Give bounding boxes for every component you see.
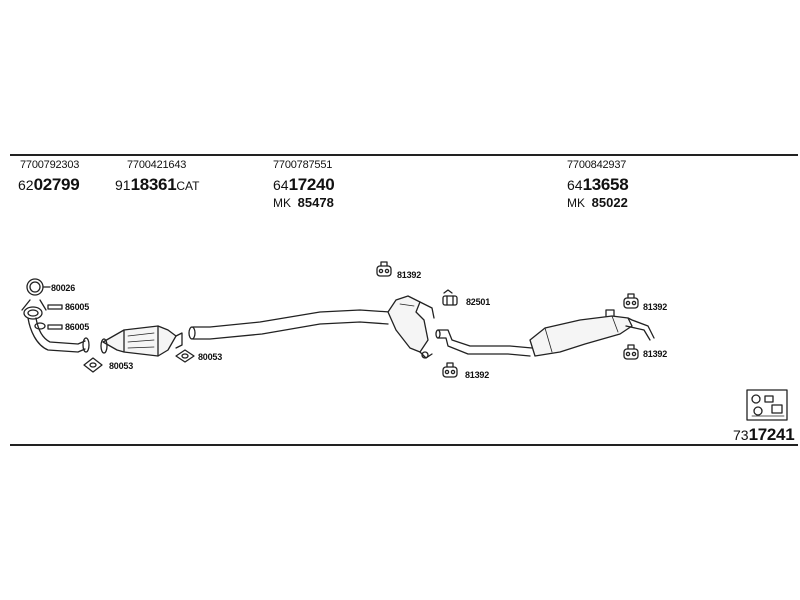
downpipe-icon xyxy=(21,299,90,353)
top-rule xyxy=(10,154,798,156)
mount-rubber-rear-bottom-icon xyxy=(623,344,639,360)
gasket-ring-icon xyxy=(26,278,44,296)
mount-rubber-mid-icon xyxy=(442,362,458,378)
label-bolt-2: 86005 xyxy=(65,322,90,332)
label-gasket-ring: 80026 xyxy=(51,283,76,293)
oem-number-2: 7700421643 xyxy=(127,159,187,171)
mk-number-3: MK 85478 xyxy=(273,195,334,211)
part-number-3: 6417240 xyxy=(273,175,335,194)
gasket-front-icon xyxy=(83,357,103,373)
label-mount-mid: 81392 xyxy=(465,370,490,380)
part-number-4: 6413658 xyxy=(567,175,629,194)
label-mount-top: 81392 xyxy=(397,270,422,280)
part-number-1: 6202799 xyxy=(18,175,80,194)
oem-number-4: 7700842937 xyxy=(567,159,627,171)
downpipe-flange-icon xyxy=(23,306,46,330)
label-bolt-1: 86005 xyxy=(65,302,90,312)
label-gasket-mid: 80053 xyxy=(198,352,223,362)
bolt-icon xyxy=(47,304,63,330)
part-number-2: 9118361CAT xyxy=(115,175,200,194)
label-mount-rear-top: 81392 xyxy=(643,302,668,312)
center-silencer-icon xyxy=(387,295,435,359)
oem-number-1: 7700792303 xyxy=(20,159,80,171)
mount-rubber-rear-top-icon xyxy=(623,293,639,309)
rear-silencer-icon xyxy=(529,309,655,357)
gasket-mid-icon xyxy=(175,349,195,363)
label-clamp: 82501 xyxy=(466,297,491,307)
clamp-icon xyxy=(442,289,458,306)
kit-box-icon xyxy=(746,389,788,421)
rear-pipe-icon xyxy=(435,329,533,357)
intermediate-pipe-icon xyxy=(188,309,391,340)
label-gasket-front: 80053 xyxy=(109,361,134,371)
bottom-rule xyxy=(10,444,798,446)
kit-number: 7317241 xyxy=(733,425,795,444)
label-mount-rear-bottom: 81392 xyxy=(643,349,668,359)
mk-number-4: MK 85022 xyxy=(567,195,628,211)
oem-number-3: 7700787551 xyxy=(273,159,333,171)
mount-rubber-top-icon xyxy=(376,261,392,277)
catalytic-converter-icon xyxy=(100,325,183,357)
